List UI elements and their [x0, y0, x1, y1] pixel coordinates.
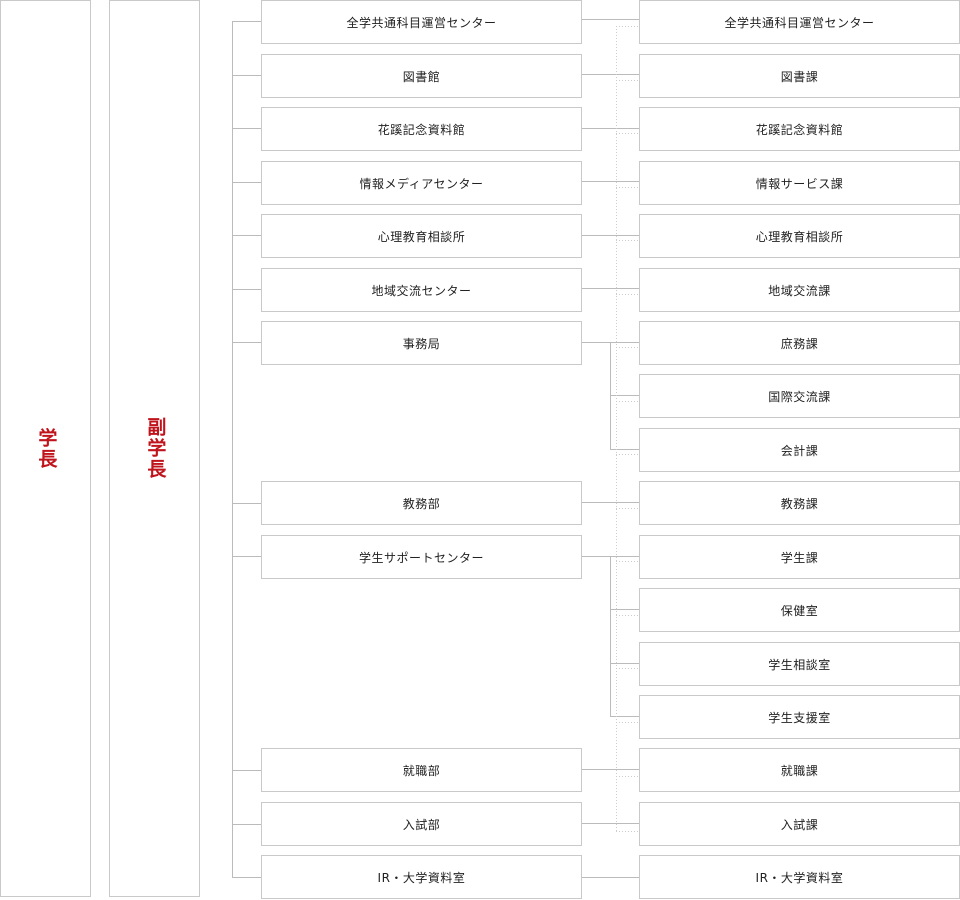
right-unit-label: 会計課	[780, 443, 819, 458]
mid-unit-box: 心理教育相談所	[261, 214, 582, 258]
mid-unit-box: IR・大学資料室	[261, 855, 582, 899]
right-unit-label: 就職課	[780, 763, 819, 778]
right-unit-box: 学生課	[639, 535, 960, 579]
mid-unit-box: 花蹊記念資料館	[261, 107, 582, 151]
right-unit-box: IR・大学資料室	[639, 855, 960, 899]
right-unit-label: 図書課	[780, 69, 819, 84]
mid-unit-label: 図書館	[402, 69, 441, 84]
vice-president-label: 副学長	[144, 417, 167, 480]
right-unit-label: 地域交流課	[768, 283, 831, 298]
mid-unit-label: 教務部	[402, 496, 441, 511]
right-unit-label: 学生支援室	[768, 710, 831, 725]
right-unit-box: 図書課	[639, 54, 960, 98]
mid-unit-label: 入試部	[402, 817, 441, 832]
president-box: 学長	[0, 0, 91, 897]
right-unit-box: 国際交流課	[639, 374, 960, 418]
mid-unit-box: 図書館	[261, 54, 582, 98]
right-unit-box: 地域交流課	[639, 268, 960, 312]
right-unit-box: 花蹊記念資料館	[639, 107, 960, 151]
right-unit-label: 心理教育相談所	[755, 229, 844, 244]
mid-unit-label: 就職部	[402, 763, 441, 778]
right-unit-label: 情報サービス課	[755, 176, 844, 191]
mid-unit-label: 全学共通科目運営センター	[346, 15, 497, 30]
mid-unit-box: 地域交流センター	[261, 268, 582, 312]
right-unit-box: 就職課	[639, 748, 960, 792]
right-unit-box: 学生支援室	[639, 695, 960, 739]
right-unit-box: 情報サービス課	[639, 161, 960, 205]
mid-unit-label: 事務局	[402, 336, 441, 351]
mid-unit-label: 地域交流センター	[371, 283, 472, 298]
right-unit-box: 入試課	[639, 802, 960, 846]
right-unit-box: 庶務課	[639, 321, 960, 365]
mid-unit-box: 学生サポートセンター	[261, 535, 582, 579]
right-unit-box: 学生相談室	[639, 642, 960, 686]
right-unit-label: 全学共通科目運営センター	[724, 15, 875, 30]
vice-president-box: 副学長	[109, 0, 200, 897]
right-unit-label: 保健室	[780, 603, 819, 618]
right-unit-box: 心理教育相談所	[639, 214, 960, 258]
mid-unit-box: 事務局	[261, 321, 582, 365]
right-unit-label: IR・大学資料室	[755, 870, 844, 885]
mid-unit-box: 情報メディアセンター	[261, 161, 582, 205]
president-label: 学長	[35, 427, 58, 470]
right-unit-label: 国際交流課	[768, 389, 831, 404]
mid-unit-box: 全学共通科目運営センター	[261, 0, 582, 44]
mid-unit-label: IR・大学資料室	[377, 870, 466, 885]
right-unit-label: 入試課	[780, 817, 819, 832]
mid-unit-box: 入試部	[261, 802, 582, 846]
right-unit-box: 会計課	[639, 428, 960, 472]
right-unit-label: 学生相談室	[768, 657, 831, 672]
mid-unit-box: 教務部	[261, 481, 582, 525]
right-unit-box: 教務課	[639, 481, 960, 525]
right-unit-box: 全学共通科目運営センター	[639, 0, 960, 44]
right-unit-label: 教務課	[780, 496, 819, 511]
right-unit-label: 花蹊記念資料館	[755, 122, 844, 137]
mid-unit-box: 就職部	[261, 748, 582, 792]
right-unit-label: 庶務課	[780, 336, 819, 351]
mid-unit-label: 花蹊記念資料館	[377, 122, 466, 137]
mid-unit-label: 心理教育相談所	[377, 229, 466, 244]
mid-unit-label: 学生サポートセンター	[358, 550, 484, 565]
mid-unit-label: 情報メディアセンター	[359, 176, 484, 191]
right-unit-label: 学生課	[780, 550, 819, 565]
right-unit-box: 保健室	[639, 588, 960, 632]
